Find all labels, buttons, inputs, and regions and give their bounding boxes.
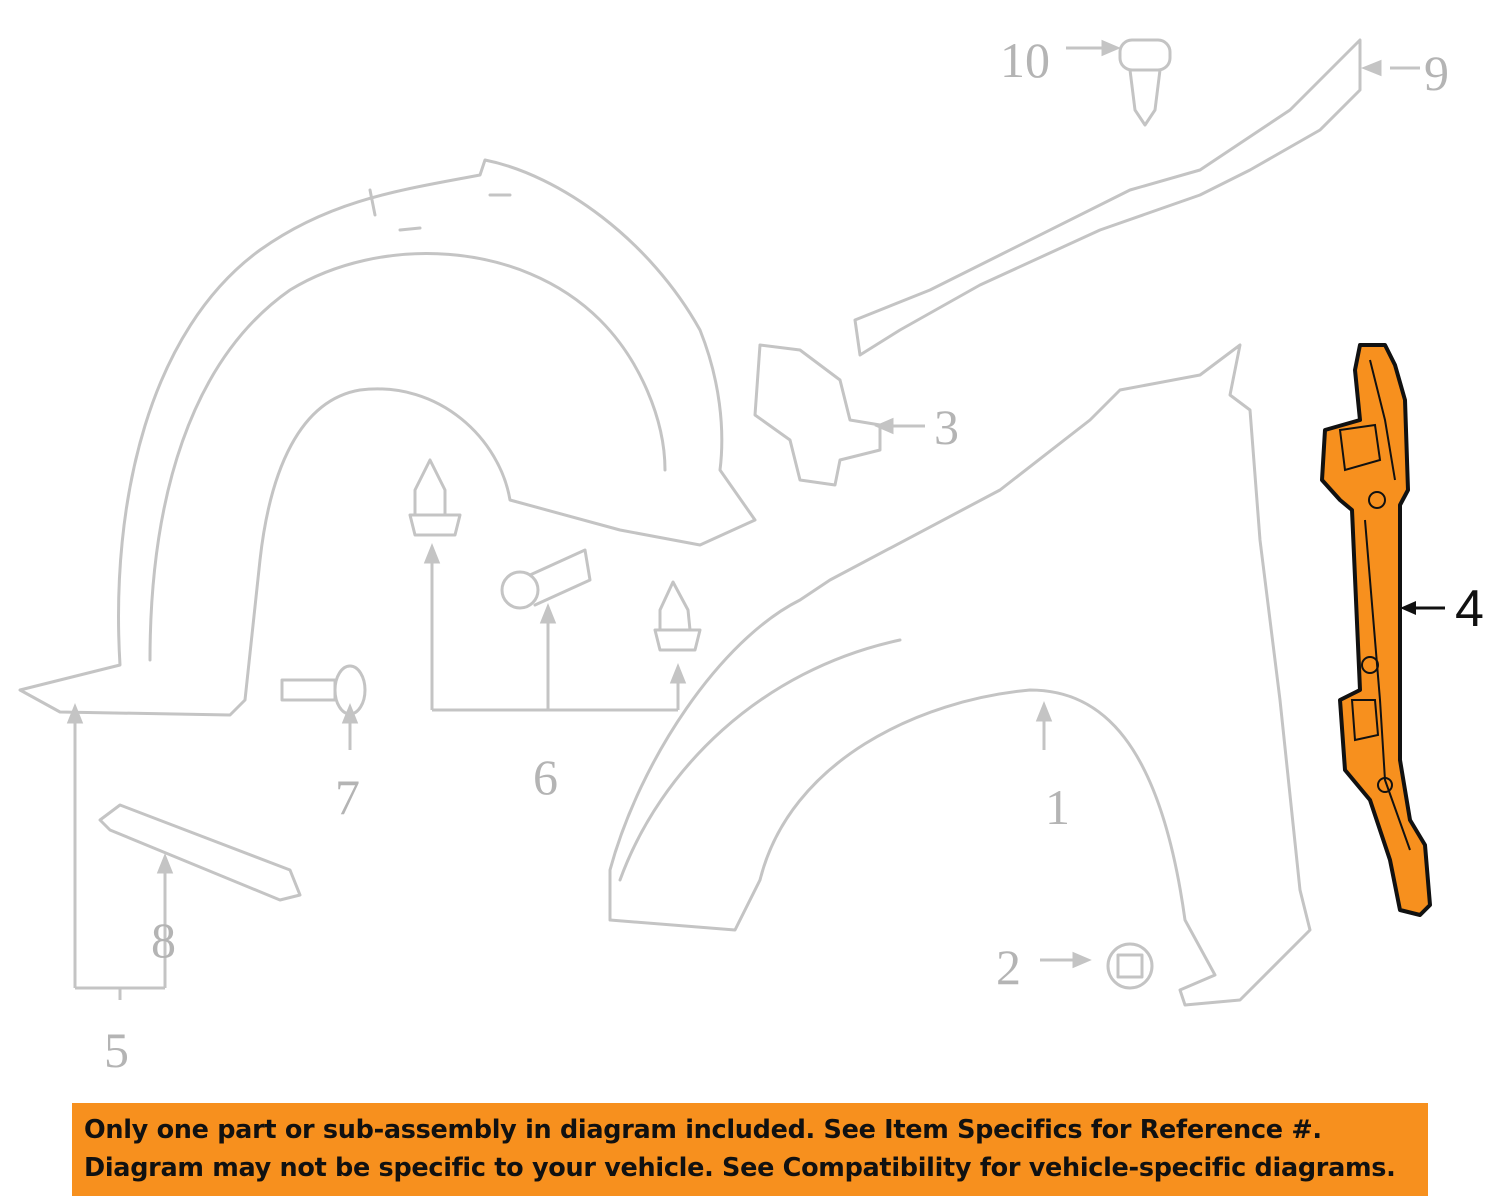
callout-3: 3	[934, 399, 959, 455]
upper-rail-part-9	[853, 38, 1362, 357]
bracket-part-3	[753, 343, 882, 487]
callout-10: 10	[1000, 32, 1050, 88]
bolt-part-2	[1106, 942, 1154, 990]
callout-5: 5	[104, 1022, 129, 1078]
disclaimer-line-1: Only one part or sub-assembly in diagram…	[84, 1115, 1322, 1145]
fender-liner-part-5	[18, 158, 757, 717]
disclaimer-line-2: Diagram may not be specific to your vehi…	[84, 1153, 1396, 1183]
callout-4: 4	[1455, 580, 1484, 638]
parts-diagram	[18, 38, 1445, 1007]
callout-8: 8	[151, 912, 176, 968]
callout-2: 2	[996, 939, 1021, 995]
callout-6: 6	[533, 749, 558, 805]
callout-9: 9	[1424, 45, 1449, 101]
fender-part-1	[608, 343, 1312, 1007]
screw-part-7	[280, 664, 367, 716]
bracket-part-8	[98, 803, 302, 902]
push-clips-part-6	[408, 458, 702, 652]
callout-7: 7	[335, 769, 360, 825]
disclaimer-banner: Only one part or sub-assembly in diagram…	[72, 1103, 1428, 1196]
clip-part-10	[1118, 38, 1172, 127]
fender-support-part-4-highlighted	[1320, 343, 1445, 917]
callout-1: 1	[1045, 779, 1070, 835]
